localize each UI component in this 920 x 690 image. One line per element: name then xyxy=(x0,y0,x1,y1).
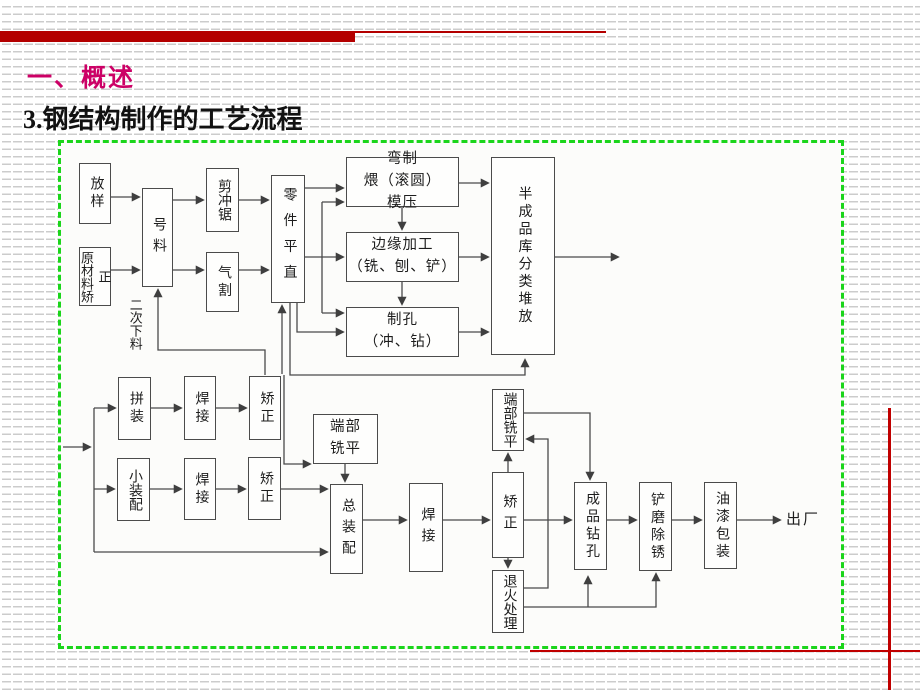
node-chengpin-zuankong: 成品钻孔 xyxy=(574,482,607,570)
flowchart-panel xyxy=(58,140,844,649)
label-exit-factory: 出厂 xyxy=(785,512,820,528)
node-xiao-zhuangpei: 小装配 xyxy=(117,458,150,521)
section-title: 一、概述 xyxy=(27,65,136,92)
node-pinzhuang: 拼装 xyxy=(118,377,151,440)
node-semi-finished-warehouse: 半成品库分类堆放 xyxy=(491,157,555,355)
node-duanbu-xiping-2: 端部铣平 xyxy=(492,389,524,451)
node-qige: 气割 xyxy=(206,252,239,312)
page-title: 3.钢结构制作的工艺流程 xyxy=(23,105,303,134)
node-haoliao: 号料 xyxy=(142,188,173,287)
node-zong-zhuangpei: 总装配 xyxy=(330,484,363,574)
label-secondary-cutting: 二次下料 xyxy=(127,298,143,350)
node-wanzhi: 弯制 煨（滚圆） 模压 xyxy=(346,151,459,211)
node-bianyuan-jiagong: 边缘加工 （铣、刨、铲） xyxy=(346,232,459,282)
node-chanmo-chuxiu: 铲磨除锈 xyxy=(639,482,672,571)
node-lingjian-pingzhi: 零件平直 xyxy=(271,175,305,303)
node-zhikong: 制孔 （冲、钻） xyxy=(346,307,459,357)
node-hanjie-1: 焊接 xyxy=(184,376,216,440)
node-fangyang: 放样 xyxy=(79,163,111,224)
node-jiaozheng-1: 矫正 xyxy=(249,376,281,440)
node-jianchongju: 剪冲锯 xyxy=(206,168,239,232)
right-red-line xyxy=(888,408,891,690)
node-jiaozheng-3: 矫正 xyxy=(492,472,524,558)
node-youqi-baozhuang: 油漆包装 xyxy=(704,482,737,569)
node-hanjie-3: 焊接 xyxy=(409,483,443,572)
node-jiaozheng-2: 矫正 xyxy=(248,457,281,520)
node-hanjie-2: 焊接 xyxy=(184,458,216,520)
node-raw-material-straightening: 原材料矫正 xyxy=(79,247,112,306)
node-tuihuo-chuli: 退火处理 xyxy=(492,570,524,633)
top-red-line xyxy=(355,31,606,33)
top-red-bar xyxy=(0,31,355,42)
bottom-red-line xyxy=(530,650,920,652)
node-duanbu-xiping-1: 端部 铣平 xyxy=(313,414,378,464)
